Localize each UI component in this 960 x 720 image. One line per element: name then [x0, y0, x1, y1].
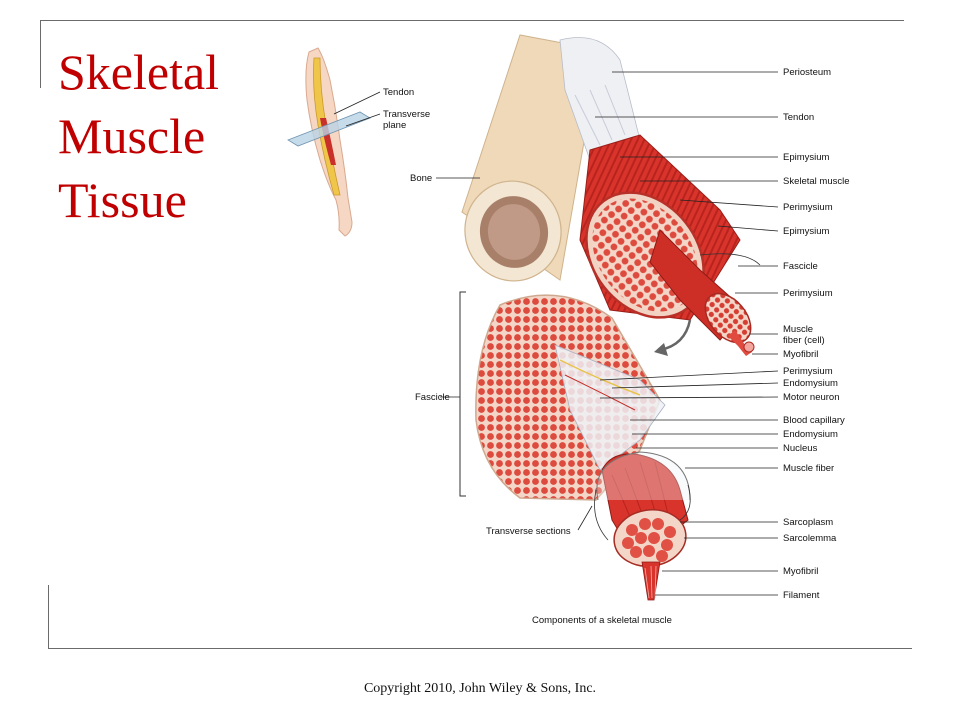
- transverse-plane: [287, 111, 371, 147]
- label-endomysium-2: Endomysium: [783, 429, 838, 440]
- slide-title: Skeletal Muscle Tissue: [58, 40, 219, 232]
- muscle-belly: [559, 37, 761, 356]
- label-perimysium-1: Perimysium: [783, 202, 833, 213]
- label-epimysium-1: Epimysium: [783, 152, 830, 163]
- label-muscle-fiber: Muscle fiber: [783, 463, 834, 474]
- left-rule: [40, 20, 41, 88]
- title-line-1: Skeletal: [58, 44, 220, 100]
- label-sarcoplasm: Sarcoplasm: [783, 517, 833, 528]
- right-labels: Periosteum Tendon Epimysium Skeletal mus…: [783, 67, 850, 601]
- arm-inset: Tendon Transverse plane: [287, 47, 430, 237]
- label-myofibril-2: Myofibril: [783, 566, 818, 577]
- label-perimysium-2: Perimysium: [783, 288, 833, 299]
- label-fascicle: Fascicle: [783, 261, 818, 272]
- arm-transverse-label: Transverse: [383, 109, 430, 120]
- label-periosteum: Periosteum: [783, 67, 831, 78]
- label-endomysium-1: Endomysium: [783, 378, 838, 389]
- bottom-rule: [48, 648, 912, 649]
- label-epimysium-2: Epimysium: [783, 226, 830, 237]
- fascicle-bracket-label: Fascicle: [415, 392, 450, 403]
- label-muscle-fiber-cell-2: fiber (cell): [783, 335, 825, 346]
- label-muscle-fiber-cell-1: Muscle: [783, 324, 813, 335]
- sarcolemma-sleeve: [596, 451, 691, 501]
- label-tendon: Tendon: [783, 112, 814, 123]
- label-blood-capillary: Blood capillary: [783, 415, 845, 426]
- title-line-2: Muscle: [58, 108, 206, 164]
- fascicle-cut-sleeve: [554, 344, 666, 471]
- label-nucleus: Nucleus: [783, 443, 818, 454]
- arm-plane-label: plane: [383, 120, 406, 131]
- copyright-footer: Copyright 2010, John Wiley & Sons, Inc.: [363, 681, 597, 696]
- top-rule: [40, 20, 904, 21]
- transverse-sections-label: Transverse sections: [486, 526, 571, 537]
- myofibril-circles: [622, 518, 676, 562]
- label-skeletal-muscle: Skeletal muscle: [783, 176, 850, 187]
- fascicle-section: Fascicle: [415, 291, 666, 501]
- figure-caption: Components of a skeletal muscle: [532, 615, 672, 626]
- muscle-fiber-detail: Transverse sections Components of a skel…: [486, 451, 691, 626]
- bone-label: Bone: [410, 173, 432, 184]
- bone: Bone: [410, 34, 601, 282]
- label-sarcolemma: Sarcolemma: [783, 533, 837, 544]
- fascicle-end: [704, 292, 752, 344]
- label-myofibril-1: Myofibril: [783, 349, 818, 360]
- arm-tendon-label: Tendon: [383, 87, 414, 98]
- arm-bone: [313, 57, 341, 196]
- label-filament: Filament: [783, 590, 820, 601]
- label-motor-neuron: Motor neuron: [783, 392, 840, 403]
- label-perimysium-3: Perimysium: [783, 366, 833, 377]
- title-line-3: Tissue: [58, 172, 187, 228]
- leader-lines: [595, 71, 779, 596]
- bottom-left-rule: [48, 585, 49, 648]
